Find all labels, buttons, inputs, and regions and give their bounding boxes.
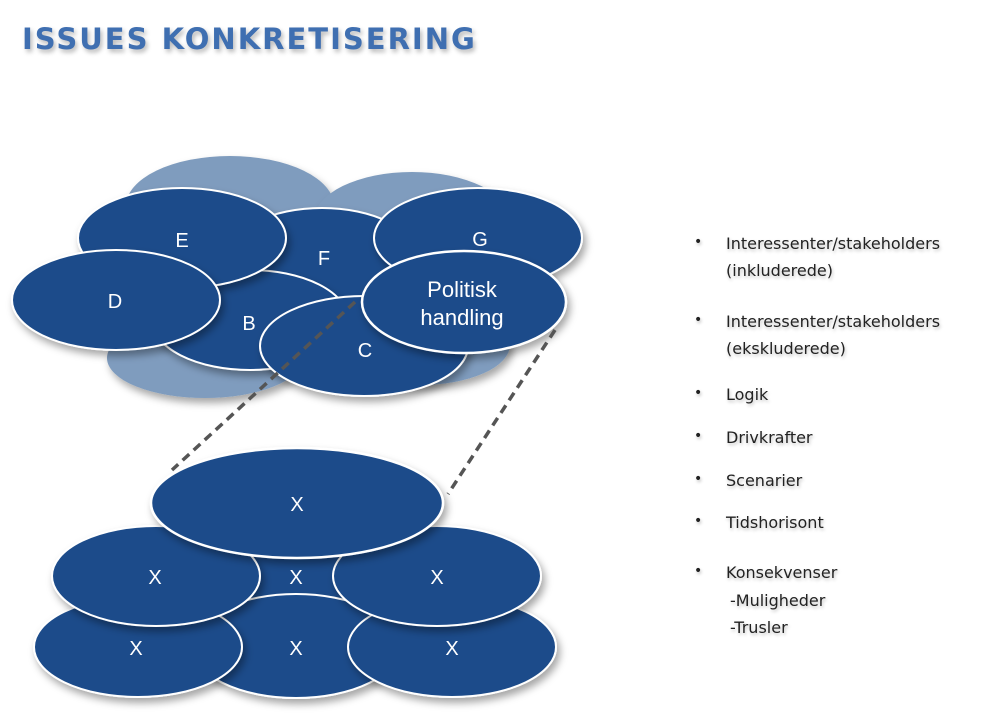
bullet-text: Interessenter/stakeholders <box>726 234 941 253</box>
label-d: D <box>108 291 122 313</box>
marker-x-bottom-right: X <box>445 638 458 660</box>
bullet-text: Drivkrafter <box>726 428 813 447</box>
bullet-text: Logik <box>726 385 769 404</box>
bullet-text-line2: (inkluderede) <box>726 261 833 280</box>
marker-x-bottom-center: X <box>289 638 302 660</box>
page-title: ISSUES KONKRETISERING <box>22 22 477 56</box>
bullet-glyph: • <box>694 513 703 529</box>
bullet-text: Interessenter/stakeholders <box>726 312 941 331</box>
label-handling: handling <box>420 305 503 330</box>
bullet-glyph: • <box>694 563 703 579</box>
bullet-sub-item: -Muligheder <box>730 591 826 610</box>
label-politisk: Politisk <box>427 277 498 302</box>
marker-x-center: X <box>289 567 302 589</box>
label-c: C <box>358 340 372 362</box>
marker-x-mid-right: X <box>430 567 443 589</box>
bullet-glyph: • <box>694 234 703 250</box>
label-e: E <box>175 230 188 252</box>
zoom-line-right <box>446 329 557 495</box>
bullet-text: Tidshorisont <box>726 513 824 532</box>
bullet-text-line2: (ekskluderede) <box>726 339 846 358</box>
zoom-line-left <box>170 300 357 472</box>
bullet-glyph: • <box>694 312 703 328</box>
bullet-sub-item: -Trusler <box>730 618 788 637</box>
marker-x-mid-left: X <box>148 567 161 589</box>
label-f: F <box>318 248 330 270</box>
marker-x-top: X <box>290 494 303 516</box>
label-b: B <box>242 313 255 335</box>
bullet-glyph: • <box>694 471 703 487</box>
ellipse-x-mid-right <box>332 525 542 627</box>
label-g: G <box>472 229 488 251</box>
bullet-text: Scenarier <box>726 471 803 490</box>
ellipse-x-top <box>149 446 445 560</box>
ellipse-x-mid-left <box>51 525 261 627</box>
bullet-text: Konsekvenser <box>726 563 838 582</box>
bullet-glyph: • <box>694 428 703 444</box>
ellipse-d <box>11 249 221 351</box>
ellipse-politisk-handling <box>360 249 568 355</box>
marker-x-bottom-left: X <box>129 638 142 660</box>
bullet-glyph: • <box>694 385 703 401</box>
